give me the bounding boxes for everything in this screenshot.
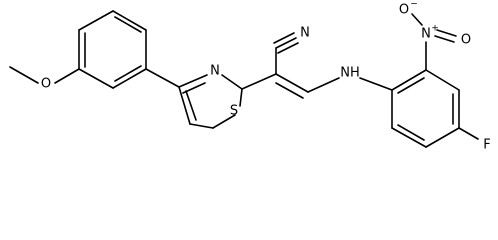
methoxy-group [9,66,80,84]
acrylonitrile-group [273,32,340,99]
amine-nh-label: NH [340,66,360,81]
nitro-oxygen-right-label: O [461,33,471,48]
nitrile-nitrogen-label: N [300,26,310,41]
methoxy-oxygen-label: O [41,77,51,92]
methoxyphenyl-ring [78,10,147,89]
nitro-oxygen-top-label: O [399,3,409,18]
nitro-group [411,13,457,71]
nh-aryl-bond [359,77,393,91]
fluorine-label: F [483,138,490,153]
nitro-positive-charge: + [431,24,439,34]
thiazole-sulfur-label: S [230,104,238,119]
fluoronitrophenyl-ring [391,69,460,148]
thiazole-nitrogen-label: N [210,64,220,79]
chemical-structure: O N S N NH N O O F + − [9,0,491,153]
nitro-nitrogen-label: N [421,27,431,42]
c-f-bond [458,127,479,140]
structure-canvas: O N S N NH N O O F + − [9,0,491,153]
thiazole-vinyl-bond [241,73,277,90]
nitro-negative-charge: − [410,0,418,10]
thiazole-ring [178,74,243,129]
aryl-thiazole-bond [145,68,180,88]
